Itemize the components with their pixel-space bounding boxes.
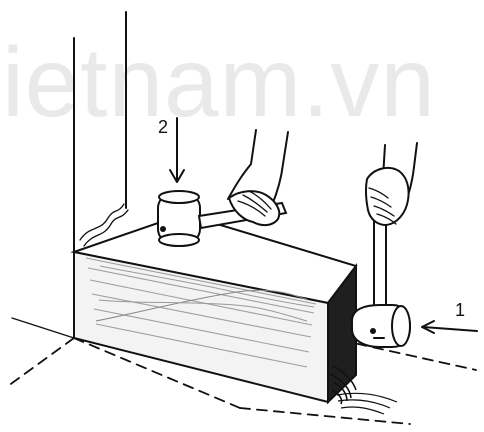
watermark-text: ietnam.vn xyxy=(2,27,436,137)
label-one: 1 xyxy=(455,300,465,320)
hand-side xyxy=(366,143,417,225)
label-two: 2 xyxy=(158,117,168,137)
hand-top xyxy=(228,130,288,225)
arrow-left-icon xyxy=(422,321,477,333)
block xyxy=(74,214,397,414)
